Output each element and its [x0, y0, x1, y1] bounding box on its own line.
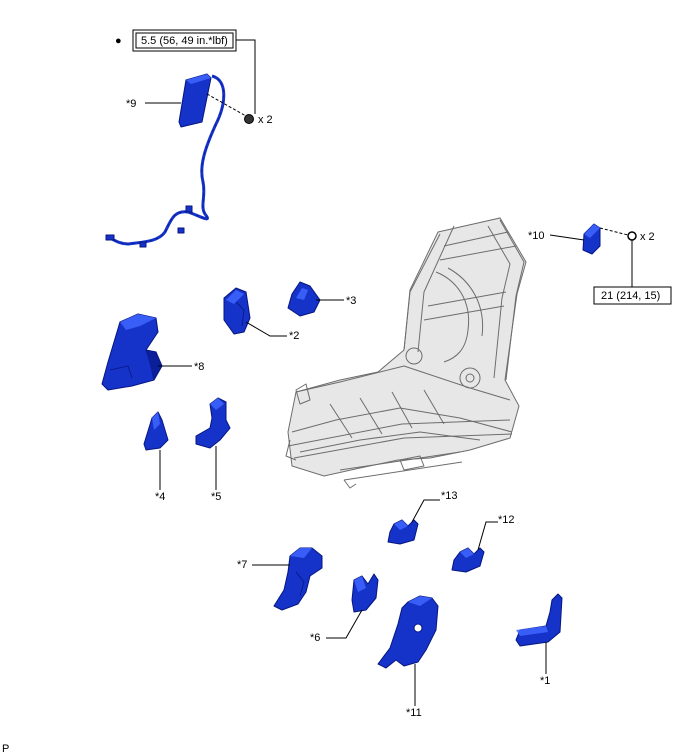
- part-6-highlight: [354, 576, 366, 592]
- callout-2: *2: [289, 330, 299, 342]
- bolt-10-icon: [627, 231, 637, 241]
- seat-frame: [285, 217, 527, 489]
- part-5-group: *5: [195, 397, 231, 503]
- bolt-10-qty: x 2: [640, 231, 655, 243]
- frame-spring: [435, 271, 470, 363]
- callout-9: *9: [126, 98, 136, 110]
- callout-5: *5: [211, 491, 221, 503]
- frame-back-right-rail: [499, 219, 525, 381]
- frame-top-bar-2: [439, 245, 517, 261]
- callout-3: *3: [346, 295, 356, 307]
- frame-back-left-rail: [403, 233, 441, 351]
- part-11-cover: [377, 595, 439, 669]
- part-1-group: *1: [515, 593, 563, 687]
- torque-spec-9-text: 5.5 (56, 49 in.*lbf): [141, 35, 228, 47]
- callout-7: *7: [237, 559, 247, 571]
- frame-foot: [343, 479, 357, 489]
- part-4-group: *4: [143, 411, 169, 503]
- part-5-highlight: [210, 398, 224, 410]
- part-7-cover: [273, 547, 323, 611]
- part-11-highlight: [408, 596, 432, 606]
- part-3-highlight: [296, 288, 308, 300]
- callout-11: *11: [406, 707, 422, 719]
- callout-2-leader: [245, 321, 287, 337]
- connector-icon: [105, 234, 115, 241]
- part-7-edge: [295, 571, 305, 597]
- part-10-highlight: [584, 224, 600, 238]
- torque-spec-9: ● 5.5 (56, 49 in.*lbf): [115, 29, 256, 114]
- part-1-highlight: [516, 626, 548, 636]
- part-8-edge: [109, 365, 133, 379]
- part-2-highlight: [226, 290, 244, 304]
- callout-10: *10: [528, 230, 545, 242]
- part-12-group: *12: [451, 514, 515, 573]
- part-13-group: *13: [387, 490, 458, 545]
- part-11-group: *11: [377, 595, 439, 719]
- frame-cushion-rear: [295, 365, 511, 401]
- wire-harness-detail: [109, 75, 225, 245]
- part-7-group: *7: [237, 547, 323, 611]
- callout-8: *8: [194, 361, 204, 373]
- bolt-9-qty: x 2: [258, 114, 273, 126]
- callout-12: *12: [498, 514, 515, 526]
- part-7-highlight: [290, 548, 312, 558]
- part-8-group: *8: [101, 313, 204, 391]
- part-10-group: *10 x 2 21 (214, 15): [528, 223, 672, 305]
- bullet-icon: ●: [115, 35, 122, 47]
- frame-cross-2: [423, 305, 505, 321]
- bolt-9-axis: [206, 93, 247, 117]
- airbag-top-face: [186, 74, 211, 84]
- callout-4: *4: [155, 491, 165, 503]
- callout-6-leader: [326, 609, 363, 639]
- part-5-cover: [195, 397, 231, 449]
- callout-1: *1: [540, 675, 550, 687]
- clip-icon: [185, 205, 193, 213]
- clip-icon: [177, 227, 185, 234]
- part-11-hole: [413, 623, 423, 633]
- bolt-9-icon: [244, 114, 254, 124]
- part-8-tab: [145, 349, 163, 381]
- recliner-hub: [465, 373, 475, 383]
- part-8-highlight: [120, 314, 156, 330]
- callout-10-leader: [549, 234, 585, 241]
- torque-spec-10-text: 21 (214, 15): [601, 290, 660, 302]
- part-13-highlight: [394, 520, 408, 530]
- part-4-cover: [143, 411, 169, 451]
- torque-9-leader: [236, 39, 256, 114]
- frame-back-right-rail-inner: [487, 225, 511, 379]
- recliner-left-icon: [405, 347, 423, 365]
- frame-motor: [399, 455, 425, 471]
- part-6-group: *6: [310, 573, 379, 644]
- clip-icon: [139, 241, 147, 248]
- frame-lever: [295, 383, 311, 405]
- frame-cross-1: [427, 291, 507, 307]
- frame-top-bar: [443, 231, 509, 247]
- part-9-airbag-assembly: *9 x 2: [105, 73, 273, 248]
- torque-box-10: [593, 286, 672, 305]
- part-3-group: *3: [287, 281, 356, 317]
- torque-box-inner: [135, 32, 234, 49]
- part-1-cover: [515, 593, 563, 647]
- callout-12-leader: [477, 521, 498, 551]
- frame-cushion-mid: [291, 407, 513, 433]
- part-2-edge: [235, 301, 245, 327]
- frame-foot-2: [285, 439, 297, 461]
- frame-cushion-springs: [329, 389, 445, 439]
- frame-silhouette: [287, 217, 527, 477]
- callout-6: *6: [310, 632, 320, 644]
- bolt-10-axis: [599, 227, 629, 236]
- frame-spring-2: [447, 267, 484, 337]
- part-12-highlight: [460, 548, 474, 558]
- callout-13: *13: [441, 490, 458, 502]
- part-2-group: *2: [223, 287, 299, 342]
- illustration-code: P: [2, 743, 9, 755]
- frame-back-left-rail-inner: [417, 225, 455, 353]
- part-4-highlight: [152, 412, 160, 430]
- callout-13-leader: [411, 499, 440, 523]
- frame-slide-rail-left: [287, 419, 513, 459]
